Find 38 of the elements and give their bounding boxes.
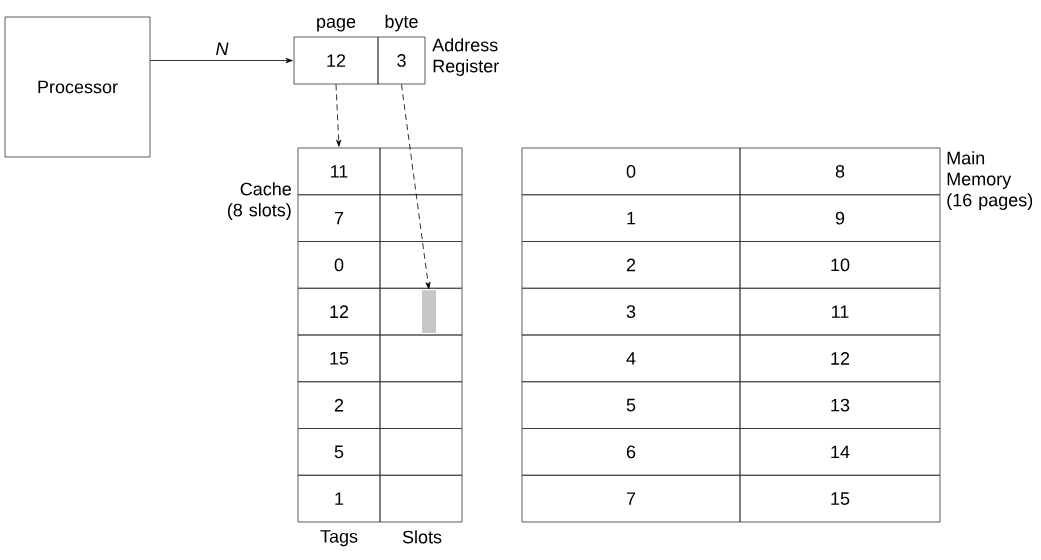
memory-cell: 1 [521,194,741,242]
tag-cell: 7 [297,194,381,242]
cache-label: Cache (8 slots) [227,182,291,220]
memory-cell: 3 [521,287,741,336]
memory-cell: 5 [521,381,741,429]
tag-cell: 5 [297,428,381,476]
memory-cell: 12 [739,334,941,383]
register-cell: 12 [293,36,379,85]
arrow [335,84,342,147]
tag-cell: 11 [297,147,381,196]
edge-label: N [216,42,229,55]
memory-cell: 0 [521,147,741,196]
arrow [150,58,293,64]
memory-cell: 11 [739,287,941,336]
memory-cell: 2 [521,241,741,289]
field-heading: byte [385,14,418,32]
memory-cell: 7 [521,474,741,523]
register-label: Address Register [432,38,499,76]
processor-box: Processor [4,16,151,158]
memory-cell: 6 [521,428,741,476]
tag-cell: 15 [297,334,381,383]
register-cell: 3 [377,36,426,85]
arrow [401,84,431,290]
memory-cell: 10 [739,241,941,289]
memory-cell: 13 [739,381,941,429]
tag-cell: 1 [297,474,381,523]
memory-cell: 9 [739,194,941,242]
tag-cell: 0 [297,241,381,289]
memory-cell: 4 [521,334,741,383]
column-label: Slots [402,530,442,544]
memory-label: Main Memory (16 pages) [947,151,1033,210]
byte-marker [422,290,436,333]
tag-cell: 12 [297,287,381,336]
field-heading: page [317,18,356,32]
memory-cell: 8 [739,147,941,196]
memory-cell: 15 [739,474,941,523]
tag-cell: 2 [297,381,381,429]
memory-cell: 14 [739,428,941,476]
